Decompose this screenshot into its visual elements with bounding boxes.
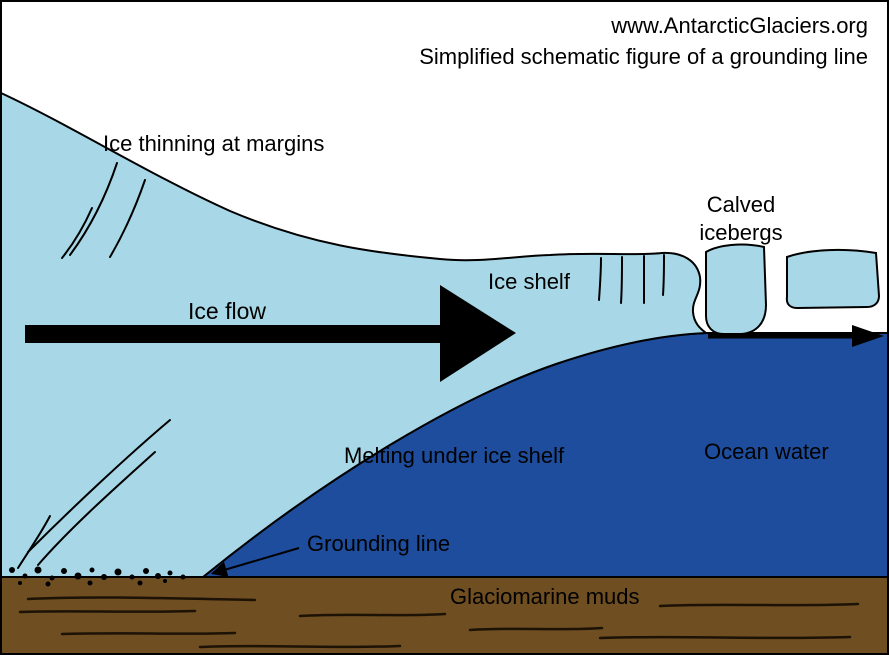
seabed-shape	[1, 577, 888, 654]
flow-lines	[17, 162, 171, 569]
figure-title: Simplified schematic figure of a groundi…	[419, 44, 868, 69]
ocean-current-arrow	[708, 325, 884, 347]
iceberg-2	[785, 248, 881, 310]
sediment-dots	[9, 566, 186, 587]
label-ice-flow: Ice flow	[188, 298, 266, 324]
label-melting-under-ice-shelf: Melting under ice shelf	[344, 443, 565, 468]
iceberg-1	[705, 243, 768, 335]
site-url: www.AntarcticGlaciers.org	[610, 13, 868, 38]
crevasse-lines	[598, 254, 665, 304]
label-ice-shelf: Ice shelf	[488, 269, 571, 294]
label-glaciomarine-muds: Glaciomarine muds	[450, 584, 640, 609]
label-calved-icebergs-line2: icebergs	[699, 220, 782, 245]
label-ocean-water: Ocean water	[704, 439, 829, 464]
mud-strata-lines	[18, 596, 860, 649]
label-ice-thinning: Ice thinning at margins	[103, 131, 324, 156]
grounding-line-pointer	[210, 547, 300, 578]
label-grounding-line: Grounding line	[307, 531, 450, 556]
ice-flow-arrow	[25, 285, 516, 382]
label-calved-icebergs-line1: Calved	[707, 192, 775, 217]
